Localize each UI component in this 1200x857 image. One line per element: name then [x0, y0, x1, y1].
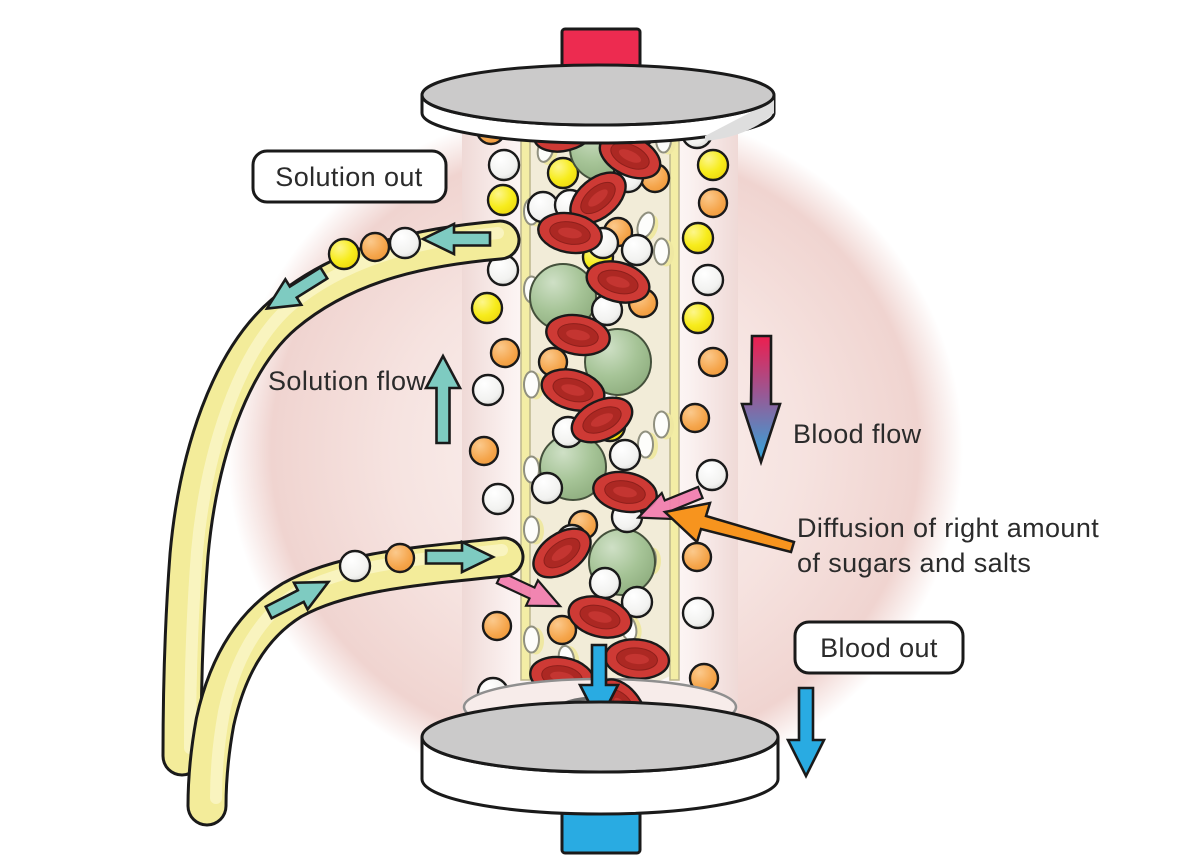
solute-orange: [679, 402, 711, 434]
diffusion-callout-arrow: [662, 501, 796, 554]
platelet-lens: [523, 625, 544, 655]
diffusion-label-line2: of sugars and salts: [797, 548, 1031, 578]
solute-white: [530, 471, 564, 505]
red-blood-cell: [532, 527, 592, 579]
solution-out-label-box: [251, 149, 448, 204]
red-blood-cell: [545, 313, 611, 357]
solute-orange: [546, 614, 578, 646]
solute-orange: [489, 337, 521, 369]
solution-in-flow-arrow-1: [424, 539, 496, 575]
solute-orange: [384, 542, 416, 574]
solution-out-label: Solution out: [275, 162, 423, 192]
base-top: [420, 700, 780, 774]
solute-white: [388, 226, 422, 260]
solute-yellow: [681, 221, 715, 255]
solution-tubes: [161, 219, 525, 827]
solute-yellow: [470, 291, 504, 325]
solute-yellow: [696, 148, 730, 182]
solute-orange: [359, 231, 391, 263]
red-blood-cell: [570, 396, 634, 444]
blood-flow-label: Blood flow: [793, 419, 922, 449]
solution-flow-up-arrow: [423, 353, 463, 445]
solute-white: [620, 233, 654, 267]
solution-flow-label: Solution flow: [268, 366, 426, 396]
red-blood-cell: [567, 595, 633, 639]
solute-white: [681, 596, 715, 630]
solute-white: [487, 148, 521, 182]
dialysate-particles: [468, 114, 730, 710]
lid-top: [420, 63, 776, 127]
red-blood-cell: [537, 211, 603, 255]
diffusion-arrow-pink-lower: [495, 570, 563, 608]
diffusion-arrow-pink-upper: [635, 485, 705, 521]
solute-orange: [468, 435, 500, 467]
solute-orange: [681, 541, 713, 573]
red-blood-cell: [585, 260, 651, 304]
red-blood-cell: [603, 638, 671, 680]
solute-white: [338, 549, 372, 583]
solute-white: [481, 482, 515, 516]
solute-orange: [481, 610, 513, 642]
membrane-wall-right: [669, 123, 680, 681]
platelet-lens: [523, 370, 544, 400]
solute-white: [620, 585, 654, 619]
solution-out-flow-arrow-1: [420, 221, 492, 257]
solute-yellow: [327, 237, 361, 271]
annotations: Solution out Solution flow Blood flow Di…: [251, 149, 1099, 779]
solute-white: [695, 458, 729, 492]
solute-orange: [697, 187, 729, 219]
solute-orange: [697, 346, 729, 378]
red-blood-cell: [540, 368, 606, 412]
platelet-lens: [523, 515, 544, 545]
base-disc: [420, 700, 780, 816]
platelet-lens: [653, 237, 674, 267]
solute-yellow: [546, 156, 580, 190]
lid-side-shading: [705, 100, 774, 141]
top-lid: [420, 63, 776, 145]
blood-out-label-box: [793, 620, 965, 675]
diffusion-label-line1: Diffusion of right amount: [797, 513, 1099, 543]
solution-out-flow-arrow-2: [264, 265, 330, 311]
solute-yellow: [681, 301, 715, 335]
solute-yellow: [486, 183, 520, 217]
blood-out-down-arrow: [785, 686, 827, 779]
blood-out-label: Blood out: [820, 633, 938, 663]
solute-white: [691, 263, 725, 297]
solution-in-flow-arrow-2: [264, 580, 332, 620]
dialyzer-cylinder: [461, 109, 739, 738]
solute-white: [608, 438, 642, 472]
platelet-lens: [636, 211, 659, 241]
blood-flow-gradient-arrow: [740, 334, 782, 467]
platelet-lens: [653, 410, 674, 440]
solute-white: [588, 566, 622, 600]
tube-particles: [327, 226, 422, 583]
platelet-lens: [637, 430, 658, 460]
solute-white: [471, 373, 505, 407]
